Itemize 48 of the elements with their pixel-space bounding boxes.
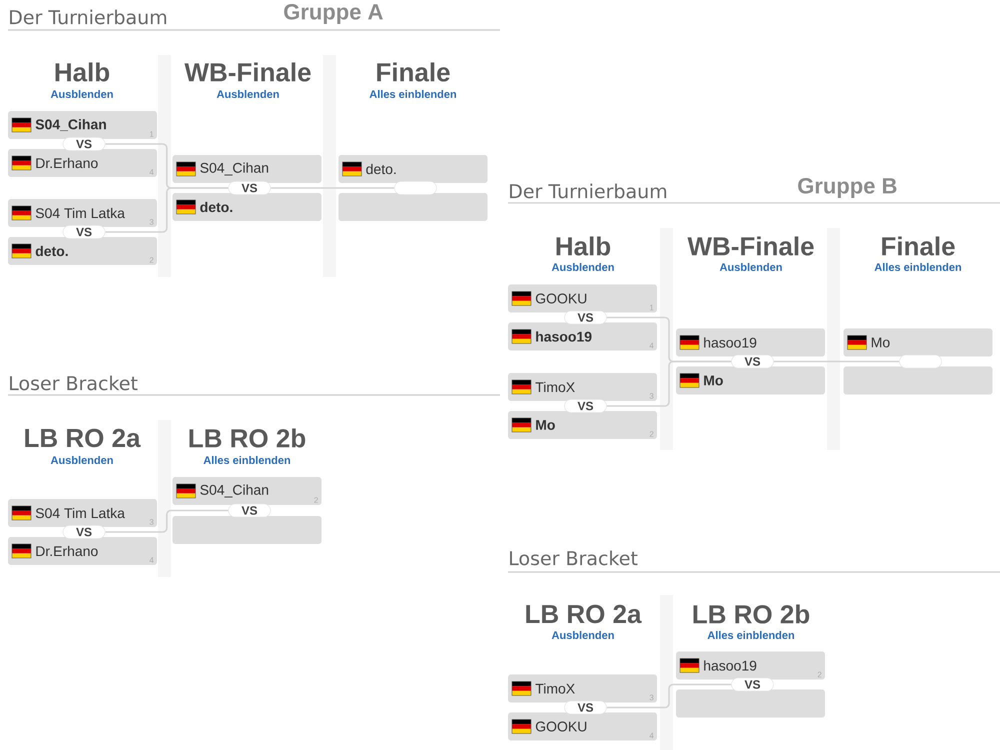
vs-badge: VS xyxy=(731,354,774,368)
round-heading: Halb xyxy=(56,62,110,82)
toggle-link: Alles einblenden xyxy=(708,630,794,640)
toggle-link: Ausblenden xyxy=(50,90,113,98)
toggle-link: Ausblenden xyxy=(50,456,113,464)
vs-badge: VS xyxy=(564,310,607,324)
round-heading: Finale xyxy=(377,62,450,82)
empty-badge xyxy=(899,354,942,368)
section-title: Der Turnierbaum xyxy=(510,184,666,198)
empty-slot xyxy=(338,193,488,221)
group-title: Gruppe A xyxy=(284,4,383,24)
vs-badge: VS xyxy=(564,700,607,714)
round-heading: LB RO 2a xyxy=(25,428,141,448)
vs-badge: VS xyxy=(564,399,607,413)
vs-badge: VS xyxy=(62,137,106,151)
round-heading: LB RO 2a xyxy=(526,604,642,624)
player-slot: hasoo19 xyxy=(676,328,826,356)
vs-badge: VS xyxy=(731,678,774,692)
section-title: Der Turnierbaum xyxy=(10,10,166,24)
round-heading: LB RO 2b xyxy=(694,604,810,624)
vs-badge: VS xyxy=(62,525,106,539)
toggle-link: Ausblenden xyxy=(552,630,614,640)
player-slot: Mo xyxy=(844,328,993,356)
toggle-link: Ausblenden xyxy=(552,262,614,272)
empty-slot xyxy=(676,690,826,718)
toggle-link: Ausblenden xyxy=(216,90,279,98)
empty-slot xyxy=(844,366,993,394)
vs-badge: VS xyxy=(228,504,271,518)
round-heading: WB-Finale xyxy=(688,236,814,256)
vs-badge: VS xyxy=(228,181,271,195)
toggle-link: Alles einblenden xyxy=(370,90,456,98)
round-heading: Finale xyxy=(882,236,955,256)
player-slot: Mo xyxy=(676,366,826,394)
player-slot: deto. xyxy=(338,155,488,183)
empty-slot xyxy=(172,516,322,544)
toggle-link: Alles einblenden xyxy=(874,262,962,272)
player-slot: S04_Cihan xyxy=(172,155,322,183)
section-title: Loser Bracket xyxy=(510,550,638,566)
group-title: Gruppe B xyxy=(798,178,896,198)
toggle-link: Alles einblenden xyxy=(204,456,290,464)
toggle-link: Ausblenden xyxy=(720,262,782,272)
player-slot: deto. xyxy=(172,193,322,221)
section-title: Loser Bracket xyxy=(10,376,138,390)
round-heading: WB-Finale xyxy=(184,62,311,82)
round-heading: LB RO 2b xyxy=(190,428,306,448)
empty-badge xyxy=(394,181,437,195)
vs-badge: VS xyxy=(62,225,106,239)
round-heading: Halb xyxy=(556,236,610,256)
